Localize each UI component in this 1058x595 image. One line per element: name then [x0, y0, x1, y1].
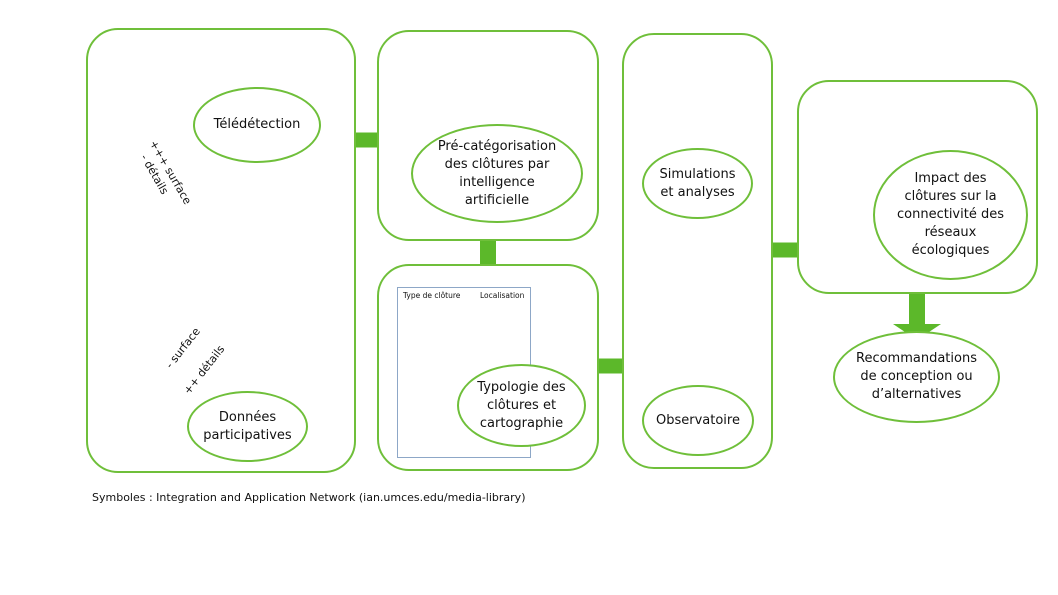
table-header-localisation: Localisation [480, 291, 525, 300]
node-precategorisation: Pré-catégorisation des clôtures par inte… [411, 124, 583, 223]
table-header-type: Type de clôture [403, 291, 461, 300]
node-donnees-participatives: Données participatives [187, 391, 308, 462]
credit-text: Symboles : Integration and Application N… [92, 491, 526, 504]
node-impact: Impact des clôtures sur la connectivité … [873, 150, 1028, 280]
node-recommandations: Recommandations de conception ou d’alter… [833, 331, 1000, 423]
node-observatoire: Observatoire [642, 385, 754, 456]
arrow-impact-to-recommandations [893, 278, 941, 340]
node-teledetection: Télédétection [193, 87, 321, 163]
node-simulations: Simulations et analyses [642, 148, 753, 219]
node-typologie: Typologie des clôtures et cartographie [457, 364, 586, 447]
